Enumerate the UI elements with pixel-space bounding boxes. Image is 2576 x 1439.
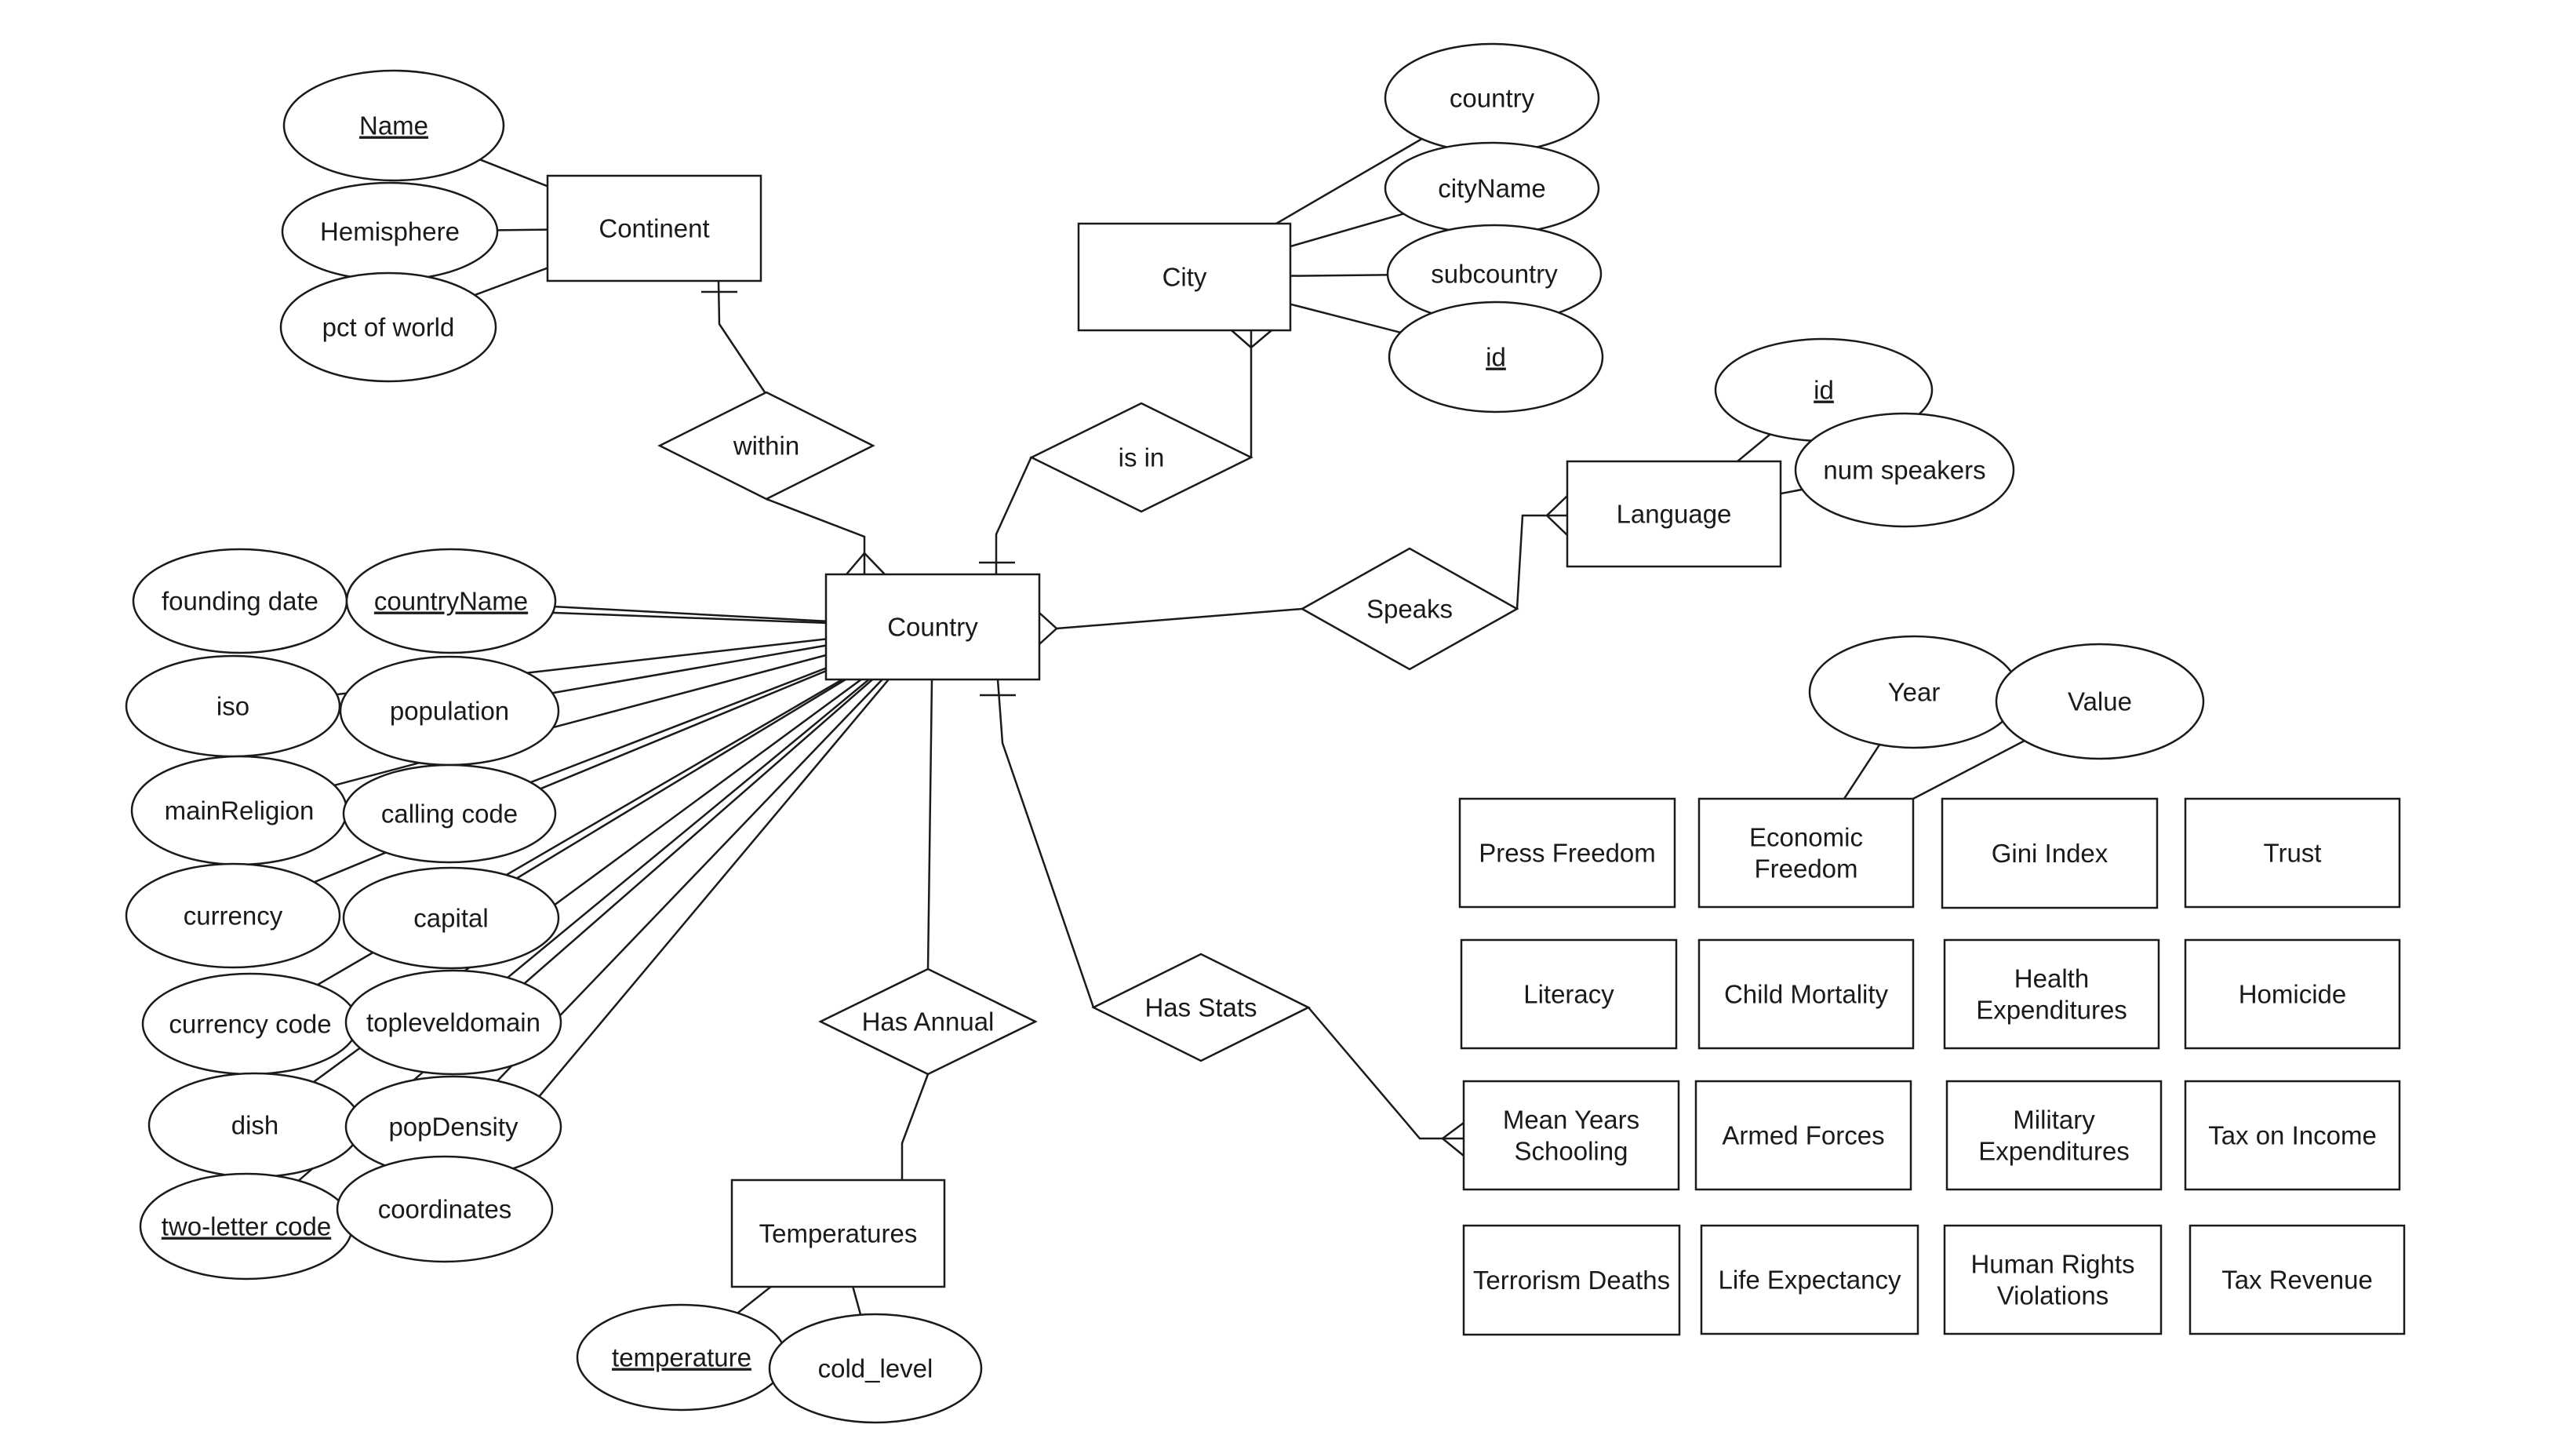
svg-text:country: country — [1450, 84, 1535, 113]
svg-text:countryName: countryName — [374, 587, 528, 616]
svg-text:Homicide: Homicide — [2239, 980, 2347, 1009]
svg-text:cold_level: cold_level — [818, 1354, 933, 1383]
svg-text:Schooling: Schooling — [1515, 1137, 1628, 1166]
svg-text:Mean Years: Mean Years — [1503, 1106, 1639, 1135]
svg-text:Has Annual: Has Annual — [862, 1007, 995, 1036]
svg-text:Literacy: Literacy — [1523, 980, 1614, 1009]
svg-text:is in: is in — [1119, 443, 1165, 472]
svg-text:pct of world: pct of world — [322, 313, 455, 342]
svg-text:Terrorism Deaths: Terrorism Deaths — [1473, 1266, 1670, 1295]
svg-text:two-letter code: two-letter code — [162, 1212, 331, 1241]
svg-text:currency: currency — [184, 902, 283, 931]
svg-text:Child Mortality: Child Mortality — [1724, 980, 1889, 1009]
svg-text:Health: Health — [2014, 964, 2089, 993]
svg-text:Speaks: Speaks — [1366, 595, 1453, 624]
svg-text:Trust: Trust — [2264, 839, 2322, 868]
svg-text:Year: Year — [1888, 678, 1941, 707]
svg-text:population: population — [390, 697, 509, 726]
svg-text:Press Freedom: Press Freedom — [1479, 839, 1656, 868]
svg-text:Economic: Economic — [1749, 823, 1863, 852]
svg-text:popDensity: popDensity — [388, 1113, 518, 1142]
svg-text:iso: iso — [216, 692, 249, 721]
svg-text:Has Stats: Has Stats — [1144, 993, 1257, 1022]
svg-text:Value: Value — [2068, 687, 2132, 716]
svg-text:coordinates: coordinates — [378, 1195, 512, 1224]
svg-text:Armed Forces: Armed Forces — [1722, 1121, 1884, 1150]
svg-text:num speakers: num speakers — [1823, 456, 1985, 485]
svg-text:Country: Country — [887, 613, 978, 642]
svg-text:mainReligion: mainReligion — [165, 796, 315, 825]
svg-text:Expenditures: Expenditures — [1976, 996, 2127, 1025]
svg-text:topleveldomain: topleveldomain — [366, 1008, 540, 1037]
svg-text:Hemisphere: Hemisphere — [320, 217, 460, 246]
svg-text:Freedom: Freedom — [1754, 854, 1857, 883]
svg-text:subcountry: subcountry — [1431, 260, 1558, 289]
svg-text:Expenditures: Expenditures — [1978, 1137, 2130, 1166]
svg-text:dish: dish — [231, 1111, 279, 1140]
svg-text:id: id — [1486, 343, 1506, 372]
svg-text:Name: Name — [359, 111, 428, 140]
svg-text:Tax on Income: Tax on Income — [2208, 1121, 2377, 1150]
svg-text:Gini Index: Gini Index — [1992, 839, 2108, 868]
svg-text:Language: Language — [1617, 500, 1732, 529]
svg-text:City: City — [1162, 263, 1207, 292]
svg-text:currency code: currency code — [169, 1010, 331, 1039]
svg-text:cityName: cityName — [1438, 174, 1546, 203]
svg-text:capital: capital — [413, 904, 488, 933]
svg-text:id: id — [1814, 376, 1834, 405]
svg-text:calling code: calling code — [381, 800, 518, 829]
svg-text:Human Rights: Human Rights — [1970, 1250, 2134, 1279]
svg-text:Violations: Violations — [1997, 1281, 2109, 1310]
svg-text:temperature: temperature — [612, 1343, 751, 1372]
svg-text:Tax Revenue: Tax Revenue — [2221, 1266, 2373, 1295]
svg-text:Military: Military — [2013, 1106, 2095, 1135]
svg-text:Continent: Continent — [599, 214, 709, 243]
svg-text:founding date: founding date — [162, 587, 318, 616]
svg-text:Temperatures: Temperatures — [759, 1219, 918, 1248]
svg-text:within: within — [733, 432, 799, 461]
svg-text:Life Expectancy: Life Expectancy — [1719, 1266, 1901, 1295]
